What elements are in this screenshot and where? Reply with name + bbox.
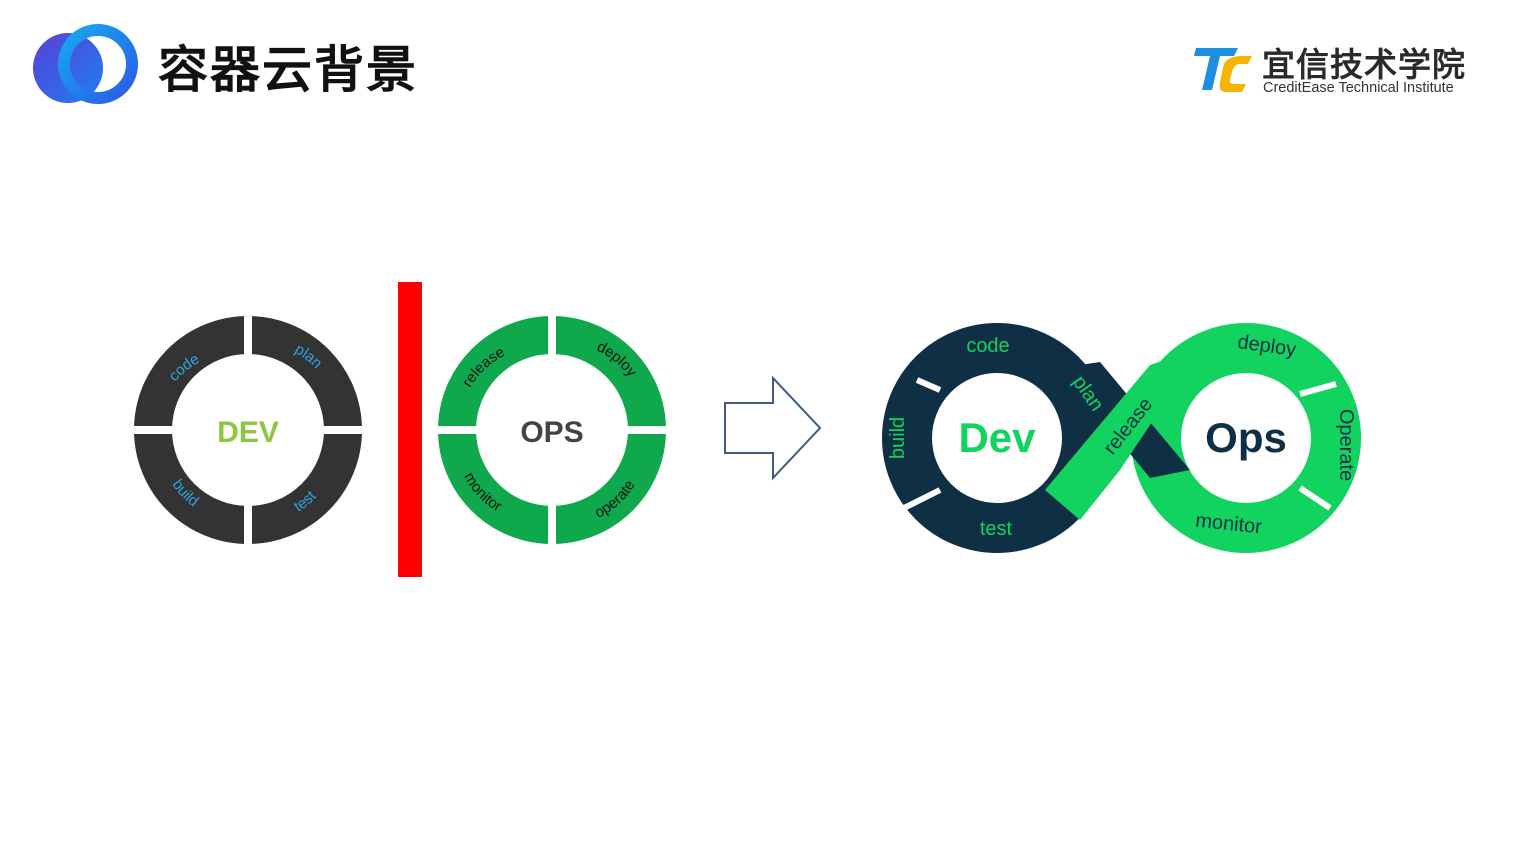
brand-block: 宜信技术学院 CreditEase Technical Institute bbox=[1192, 38, 1492, 102]
ops-ring: OPS release deploy monitor operate bbox=[434, 312, 670, 548]
devops-infinity-loop: Dev Ops code test build plan release dep… bbox=[882, 323, 1361, 553]
inf-stage-build: build bbox=[887, 417, 909, 459]
ops-label: OPS bbox=[520, 416, 583, 449]
dev-label: DEV bbox=[217, 416, 279, 449]
inf-dev-label: Dev bbox=[958, 414, 1036, 461]
dev-ring: DEV code plan build test bbox=[130, 312, 366, 548]
divider-bar bbox=[398, 282, 422, 577]
inf-stage-code: code bbox=[966, 335, 1009, 357]
page-title: 容器云背景 bbox=[158, 41, 418, 99]
inf-stage-operate: Operate bbox=[1335, 409, 1357, 481]
transition-arrow-icon bbox=[724, 375, 822, 481]
tc-logo-icon bbox=[1194, 48, 1252, 92]
brand-name-en: CreditEase Technical Institute bbox=[1263, 80, 1454, 96]
inf-ops-label: Ops bbox=[1205, 414, 1287, 461]
slide-header: 容器云背景 宜信技术学院 CreditEase Technical Instit… bbox=[0, 0, 1522, 120]
inf-stage-test: test bbox=[980, 518, 1013, 540]
rings-logo-icon bbox=[33, 24, 138, 104]
brand-name-cn: 宜信技术学院 bbox=[1262, 45, 1466, 84]
